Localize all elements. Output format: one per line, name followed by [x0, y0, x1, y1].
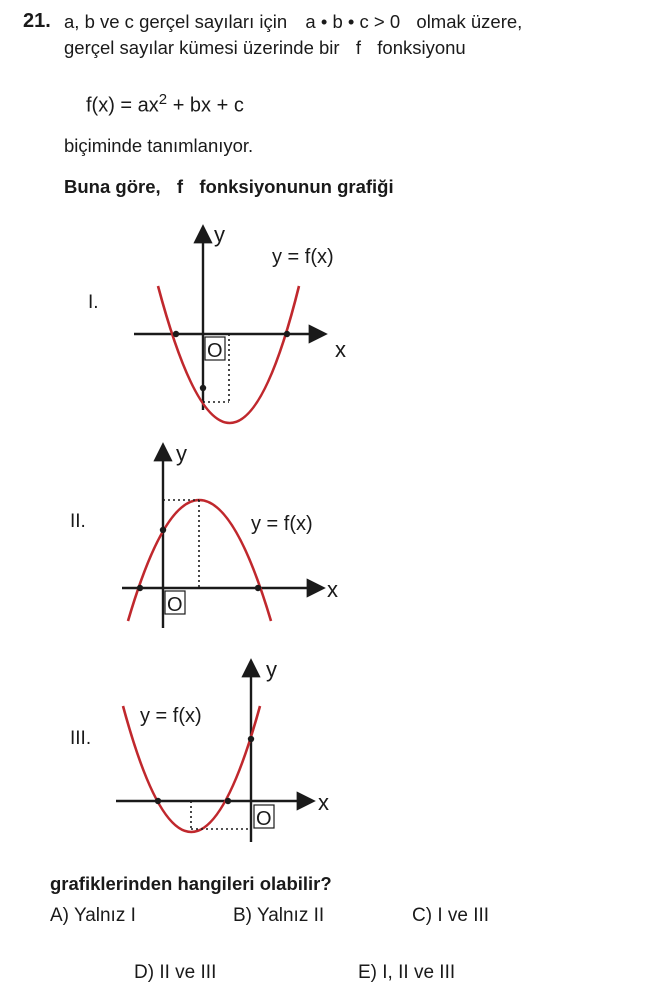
question-line-3: biçiminde tanımlanıyor. [64, 135, 254, 156]
graph-3-y-label: y [266, 657, 277, 682]
graph-1-origin-label: O [207, 340, 223, 362]
graph-2-origin-box [164, 590, 186, 615]
graph-3-origin-box [253, 804, 275, 829]
graph-1-curve-label: y = f(x) [272, 246, 334, 268]
graph-3-label: III. [70, 728, 92, 749]
prompt-pre: Buna göre, [64, 176, 161, 197]
line1-post: olmak üzere, [416, 11, 523, 32]
graph-2-y-label: y [176, 441, 187, 466]
graph-1-root-right [283, 330, 291, 338]
graph-1-origin-box [204, 336, 226, 361]
graph-2-y-intercept [159, 526, 167, 534]
question-closing: grafiklerinden hangileri olabilir? [50, 873, 332, 894]
graph-2-origin-label: O [167, 594, 183, 616]
option-d[interactable]: D) II ve III [134, 962, 216, 984]
graph-3-root-left [154, 797, 162, 805]
function-formula: f(x) = ax2 + bx + c [86, 91, 244, 118]
graph-3-origin-label: O [256, 808, 272, 830]
option-d-text: II ve III [159, 962, 217, 983]
prompt-function: f [176, 176, 184, 197]
option-b[interactable]: B) Yalnız II [233, 905, 324, 927]
option-c-text: I ve III [437, 905, 490, 926]
option-a-letter: A) [50, 905, 69, 926]
graph-2-label: II. [70, 511, 86, 532]
option-e-letter: E) [358, 962, 377, 983]
graph-1-root-left [172, 330, 180, 338]
option-d-letter: D) [134, 962, 155, 983]
option-a[interactable]: A) Yalnız I [50, 905, 136, 927]
graph-1-x-label: x [335, 337, 346, 362]
option-e[interactable]: E) I, II ve III [358, 962, 455, 984]
graph-3-curve [121, 705, 262, 834]
graph-2-root-left [136, 584, 144, 592]
graph-1-y-intercept [199, 384, 207, 392]
function-name: f [355, 37, 361, 58]
graph-2-root-right [254, 584, 262, 592]
line1-pre: a, b ve c gerçel sayıları için [64, 11, 288, 32]
question-line-1: a, b ve c gerçel sayıları için a • b • c… [64, 11, 522, 33]
graph-3-root-right [224, 797, 232, 805]
graph-1-label: I. [88, 292, 99, 313]
formula-tail: + bx + c [167, 94, 244, 117]
condition-expression: a • b • c > 0 [305, 11, 401, 32]
option-b-text: Yalnız II [256, 905, 325, 926]
line2-post: fonksiyonu [377, 37, 466, 58]
option-c[interactable]: C) I ve III [412, 905, 489, 927]
graph-2-x-label: x [327, 577, 338, 602]
graph-1-curve [156, 285, 301, 424]
formula-main: f(x) = ax [86, 94, 159, 117]
line2-pre: gerçel sayılar kümesi üzerinde bir [64, 37, 340, 58]
graph-3-y-intercept [247, 735, 255, 743]
graph-2-curve-label: y = f(x) [251, 513, 313, 535]
option-e-text: I, II ve III [382, 962, 456, 983]
graph-1-y-label: y [214, 222, 225, 247]
option-c-letter: C) [412, 905, 433, 926]
option-b-letter: B) [233, 905, 252, 926]
option-a-text: Yalnız I [73, 905, 136, 926]
prompt-post: fonksiyonunun grafiği [199, 176, 394, 197]
question-number: 21. [23, 10, 51, 32]
graph-3-curve-label: y = f(x) [140, 705, 202, 727]
formula-exponent: 2 [158, 91, 168, 108]
graph-3-x-label: x [318, 790, 329, 815]
question-line-2: gerçel sayılar kümesi üzerinde bir f fon… [64, 37, 466, 59]
question-prompt: Buna göre, f fonksiyonunun grafiği [64, 176, 394, 198]
